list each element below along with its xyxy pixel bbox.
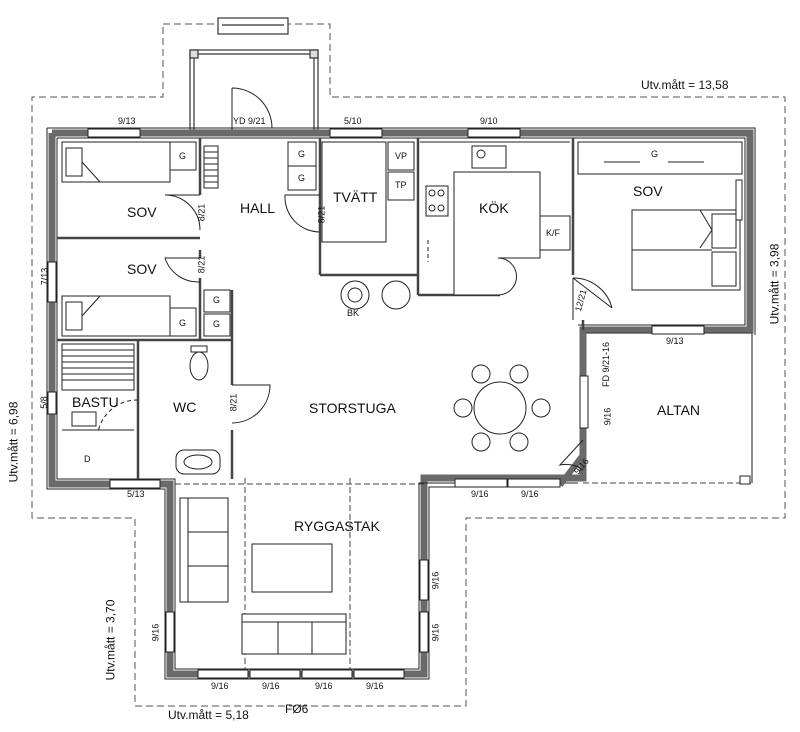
room-bastu: BASTU xyxy=(72,394,119,410)
window-label: 9/16 xyxy=(315,681,333,691)
room-ryggastak: RYGGASTAK xyxy=(294,518,380,534)
room-sov-3: SOV xyxy=(633,183,663,199)
room-sov-1: SOV xyxy=(127,204,157,220)
interior-walls xyxy=(57,138,753,674)
doors xyxy=(164,87,613,471)
window-label: YD 9/21 xyxy=(233,116,266,126)
window-label: FD 9/21-16 xyxy=(601,341,612,388)
window-label: 9/16 xyxy=(150,623,161,642)
window-label: 5/8 xyxy=(38,396,49,409)
window-label: 9/10 xyxy=(480,116,498,126)
door-label: 8/21 xyxy=(316,205,327,224)
wardrobe-label: G xyxy=(179,318,187,328)
windows xyxy=(47,128,705,679)
measure-bottom: Utv.mått = 5,18 xyxy=(168,708,249,722)
window-label: 9/16 xyxy=(430,623,441,642)
room-altan: ALTAN xyxy=(657,402,701,418)
window-label: 9/16 xyxy=(366,681,384,691)
sauna xyxy=(61,343,139,433)
patio-furniture xyxy=(179,497,347,655)
measure-right: Utv.mått = 3,98 xyxy=(767,243,782,325)
wc-fixtures xyxy=(175,345,221,475)
window-label: 9/13 xyxy=(118,116,136,126)
shower-label: D xyxy=(84,454,91,464)
dining-table xyxy=(453,364,551,452)
door-label: 8/21 xyxy=(196,255,207,274)
entrance-porch xyxy=(189,17,319,131)
wardrobe-label: G xyxy=(213,319,221,329)
door-label: 8/21 xyxy=(196,203,207,222)
window-label: 9/16 xyxy=(602,407,613,426)
wardrobe-label: G xyxy=(298,173,306,183)
wardrobe-label: G xyxy=(651,149,659,159)
room-tvatt: TVÄTT xyxy=(333,189,378,205)
wardrobe-label: G xyxy=(298,149,306,159)
window-label: 7/13 xyxy=(39,267,50,286)
bay-wall xyxy=(557,330,586,487)
window-label: 5/10 xyxy=(344,116,362,126)
wardrobes xyxy=(169,141,743,337)
measure-outline xyxy=(31,23,786,707)
foundation-label: FØ6 xyxy=(285,702,309,716)
dryer-label: TP xyxy=(395,180,407,190)
room-kok: KÖK xyxy=(479,200,509,216)
room-wc: WC xyxy=(173,399,197,415)
fireplace-label: BK xyxy=(347,308,360,318)
wardrobe-label: G xyxy=(213,295,221,305)
window-label: 9/16 xyxy=(471,489,489,499)
door-label: 8/21 xyxy=(228,393,239,412)
measure-left-lower: Utv.mått = 3,70 xyxy=(103,599,118,681)
window-label: 9/13 xyxy=(666,336,684,346)
kitchen-fixtures xyxy=(420,141,570,296)
room-hall: HALL xyxy=(240,200,276,216)
laundry-fixtures xyxy=(321,141,411,310)
window-label: 9/16 xyxy=(430,571,441,590)
room-sov-2: SOV xyxy=(127,261,157,277)
heat-pump-label: VP xyxy=(395,151,408,161)
altan-post xyxy=(739,475,751,485)
heater xyxy=(203,145,219,189)
wardrobe-label: G xyxy=(179,151,187,161)
window-label: 9/16 xyxy=(521,489,539,499)
measure-left: Utv.mått = 6,98 xyxy=(6,401,21,483)
fridge-freezer-label: K/F xyxy=(546,228,561,238)
measure-top: Utv.mått = 13,58 xyxy=(641,78,729,92)
window-label: 9/16 xyxy=(211,681,229,691)
sliding-wardrobe xyxy=(577,141,743,175)
wall-inner-line xyxy=(46,127,756,680)
beds xyxy=(61,141,741,337)
window-label: 9/16 xyxy=(262,681,280,691)
window-label: 5/13 xyxy=(127,489,145,499)
room-storstuga: STORSTUGA xyxy=(309,400,396,416)
